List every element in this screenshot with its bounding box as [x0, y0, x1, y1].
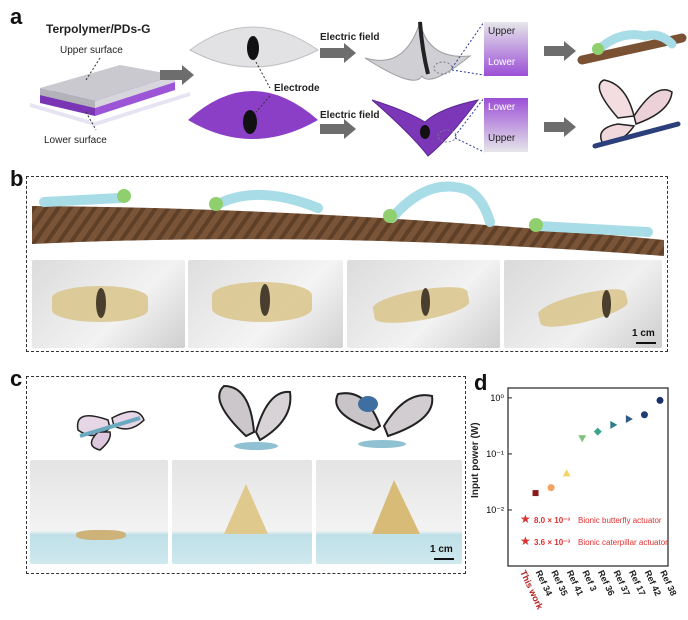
y-tick-label: 10⁰ — [490, 393, 504, 403]
data-point — [532, 490, 539, 497]
butterfly-icon — [592, 79, 681, 149]
butterfly-icon — [335, 392, 434, 448]
y-tick-label: 10⁻² — [486, 505, 504, 515]
panel-a-label: a — [10, 4, 23, 29]
photo-c3 — [316, 460, 462, 564]
bent-grey-film — [364, 20, 472, 81]
photo-b2 — [188, 260, 343, 348]
electrode-bottom — [243, 110, 257, 134]
field-arrow-icon — [320, 119, 356, 139]
star-icon: ★ — [520, 534, 531, 548]
chart-frame — [507, 387, 669, 567]
data-point — [640, 411, 648, 419]
arrow-icon — [160, 65, 194, 85]
upper-surface-label: Upper surface — [60, 45, 123, 56]
scale-label-c: 1 cm — [430, 544, 453, 555]
annotation-value-1: 8.0 × 10⁻³ — [534, 516, 570, 525]
annotation-label-1: Bionic butterfly actuator — [578, 516, 662, 525]
layer-lower-2: Lower — [488, 102, 516, 113]
electric-field-label-1: Electric field — [320, 32, 380, 43]
scale-bar-b — [636, 342, 656, 344]
electric-field-label-2: Electric field — [320, 110, 380, 121]
y-tick-label: 10⁻¹ — [486, 449, 504, 459]
scale-bar-c — [434, 558, 454, 560]
butterfly-row — [76, 384, 434, 451]
panel-a-schematic — [30, 20, 687, 157]
film-stack — [30, 65, 190, 126]
butterfly-icon — [218, 384, 292, 450]
electrode-label: Electrode — [274, 83, 320, 94]
panel-b-frame — [26, 176, 668, 352]
caterpillar-icon — [529, 218, 653, 237]
data-point — [547, 484, 555, 492]
caterpillar-icon — [577, 30, 687, 65]
rope-scene — [32, 181, 664, 256]
layer-box-2 — [484, 98, 528, 152]
electrode-top — [247, 36, 259, 60]
data-point — [593, 427, 602, 436]
layer-box-1 — [484, 22, 528, 76]
data-point — [656, 396, 664, 404]
butterfly-icon — [76, 410, 145, 451]
photo-c1 — [30, 460, 168, 564]
photo-b4 — [504, 260, 662, 348]
panel-c-frame — [26, 376, 466, 574]
data-point — [610, 420, 618, 429]
panel-b-label: b — [10, 166, 24, 191]
caterpillar-icon — [209, 189, 323, 213]
photo-b1 — [32, 260, 185, 348]
arrow-icon — [544, 41, 576, 61]
caterpillar-icon — [39, 189, 131, 207]
data-point — [562, 469, 571, 477]
annotation-label-2: Bionic caterpillar actuator — [578, 538, 668, 547]
layer-lower-1: Lower — [488, 57, 516, 68]
photo-c2 — [172, 460, 312, 564]
data-point — [625, 414, 633, 423]
lower-surface-label: Lower surface — [44, 135, 107, 146]
panel-d-label: d — [474, 370, 488, 395]
data-point — [578, 435, 587, 443]
layer-upper-1: Upper — [488, 26, 516, 37]
photo-b3 — [347, 260, 500, 348]
annotation-value-2: 3.6 × 10⁻³ — [534, 538, 570, 547]
lower-surface-pointer — [85, 111, 97, 131]
scale-label-b: 1 cm — [632, 328, 655, 339]
star-icon: ★ — [520, 512, 531, 526]
layer-upper-2: Upper — [488, 133, 516, 144]
upper-surface-pointer — [85, 57, 101, 81]
caterpillar-icon — [383, 181, 495, 227]
material-title: Terpolymer/PDs-G — [46, 22, 151, 36]
field-arrow-icon — [320, 43, 356, 63]
rope — [32, 206, 664, 256]
arrow-icon — [544, 117, 576, 137]
panel-c-label: c — [10, 366, 23, 391]
